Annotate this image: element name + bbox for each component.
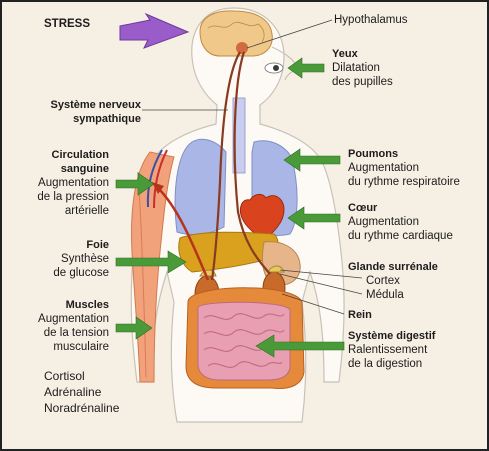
- adrenal-title: Glande surrénale: [348, 261, 438, 273]
- stress-arrow: [119, 12, 190, 49]
- adrenal-label: Glande surrénale Cortex Médula: [348, 260, 438, 302]
- sympathetic-title-1: Système nerveux: [50, 99, 142, 111]
- lungs-arrow: [283, 148, 341, 172]
- stress-label: STRESS: [44, 17, 90, 31]
- blood-pressure-arrow: [157, 187, 210, 281]
- small-intestine: [197, 301, 291, 381]
- digestive-line-2: de la digestion: [348, 358, 423, 370]
- adrenal-medulla: Médula: [366, 289, 404, 301]
- blood-vessels: [146, 149, 163, 208]
- lungs-line-1: Augmentation: [348, 162, 419, 174]
- liver-label: Foie Synthèse de glucose: [53, 238, 109, 280]
- hormones-list: Cortisol Adrénaline Noradrénaline: [44, 368, 119, 416]
- eyes-label: Yeux Dilatation des pupilles: [332, 47, 393, 89]
- heart-label: Cœur Augmentation du rythme cardiaque: [348, 201, 453, 243]
- hypothalamus-leader: [246, 19, 333, 49]
- muscles-arrow: [115, 316, 153, 340]
- circulation-arrow: [115, 172, 155, 196]
- liver-line-1: Synthèse: [61, 253, 109, 265]
- eyes-arrow: [287, 57, 325, 79]
- heart: [239, 193, 285, 241]
- digestive-title: Système digestif: [348, 330, 436, 342]
- liver-arrow: [115, 250, 187, 274]
- muscles-line-1: Augmentation: [38, 313, 109, 325]
- hormone-adrenaline: Adrénaline: [44, 385, 102, 399]
- hypothalamus-label: Hypothalamus: [334, 13, 408, 27]
- sympathetic-label: Système nerveux sympathique: [51, 98, 142, 126]
- lungs-label: Poumons Augmentation du rythme respirato…: [348, 147, 460, 189]
- hormone-noradrenaline: Noradrénaline: [44, 401, 120, 415]
- muscles-label: Muscles Augmentation de la tension muscu…: [38, 298, 109, 354]
- liver-line-2: de glucose: [53, 267, 109, 279]
- adrenal-cortex: Cortex: [366, 275, 400, 287]
- heart-line-1: Augmentation: [348, 216, 419, 228]
- heart-title: Cœur: [348, 202, 378, 214]
- heart-line-2: du rythme cardiaque: [348, 230, 453, 242]
- adrenal-gland-right: [267, 265, 285, 273]
- hypothalamus-marker: [236, 42, 248, 54]
- heart-arrow: [287, 206, 341, 230]
- digestive-arrow: [255, 334, 345, 358]
- brain: [199, 10, 273, 57]
- circulation-line-1: Augmentation: [38, 177, 109, 189]
- digestive-line-1: Ralentissement: [348, 344, 428, 356]
- hypothalamus-text: Hypothalamus: [334, 14, 408, 26]
- cortex-leader: [279, 269, 363, 279]
- lungs-line-2: du rythme respiratoire: [348, 176, 460, 188]
- muscles-line-3: musculaire: [53, 341, 109, 353]
- stress-title: STRESS: [44, 18, 91, 30]
- circulation-label: Circulation sanguine Augmentation de la …: [37, 148, 109, 218]
- eyes-title: Yeux: [332, 48, 358, 60]
- kidney-title: Rein: [348, 309, 372, 321]
- nerve-pathway: [210, 51, 271, 281]
- eyes-line-1: Dilatation: [332, 62, 380, 74]
- circulation-line-2: de la pression: [37, 191, 109, 203]
- sympathetic-title-2: sympathique: [73, 113, 141, 125]
- muscles-line-2: de la tension: [43, 327, 109, 339]
- kidney-label: Rein: [348, 308, 372, 322]
- circulation-title-1: Circulation: [51, 149, 109, 161]
- circulation-line-3: artérielle: [64, 205, 109, 217]
- muscles-title: Muscles: [65, 299, 109, 311]
- lungs-title: Poumons: [348, 148, 399, 160]
- circulation-title-2: sanguine: [60, 163, 109, 175]
- eyes-line-2: des pupilles: [332, 76, 393, 88]
- kidney-leader: [281, 293, 345, 315]
- hormone-cortisol: Cortisol: [44, 369, 85, 383]
- medulla-leader: [279, 273, 363, 295]
- liver-title: Foie: [86, 239, 109, 251]
- digestive-label: Système digestif Ralentissement de la di…: [348, 329, 435, 371]
